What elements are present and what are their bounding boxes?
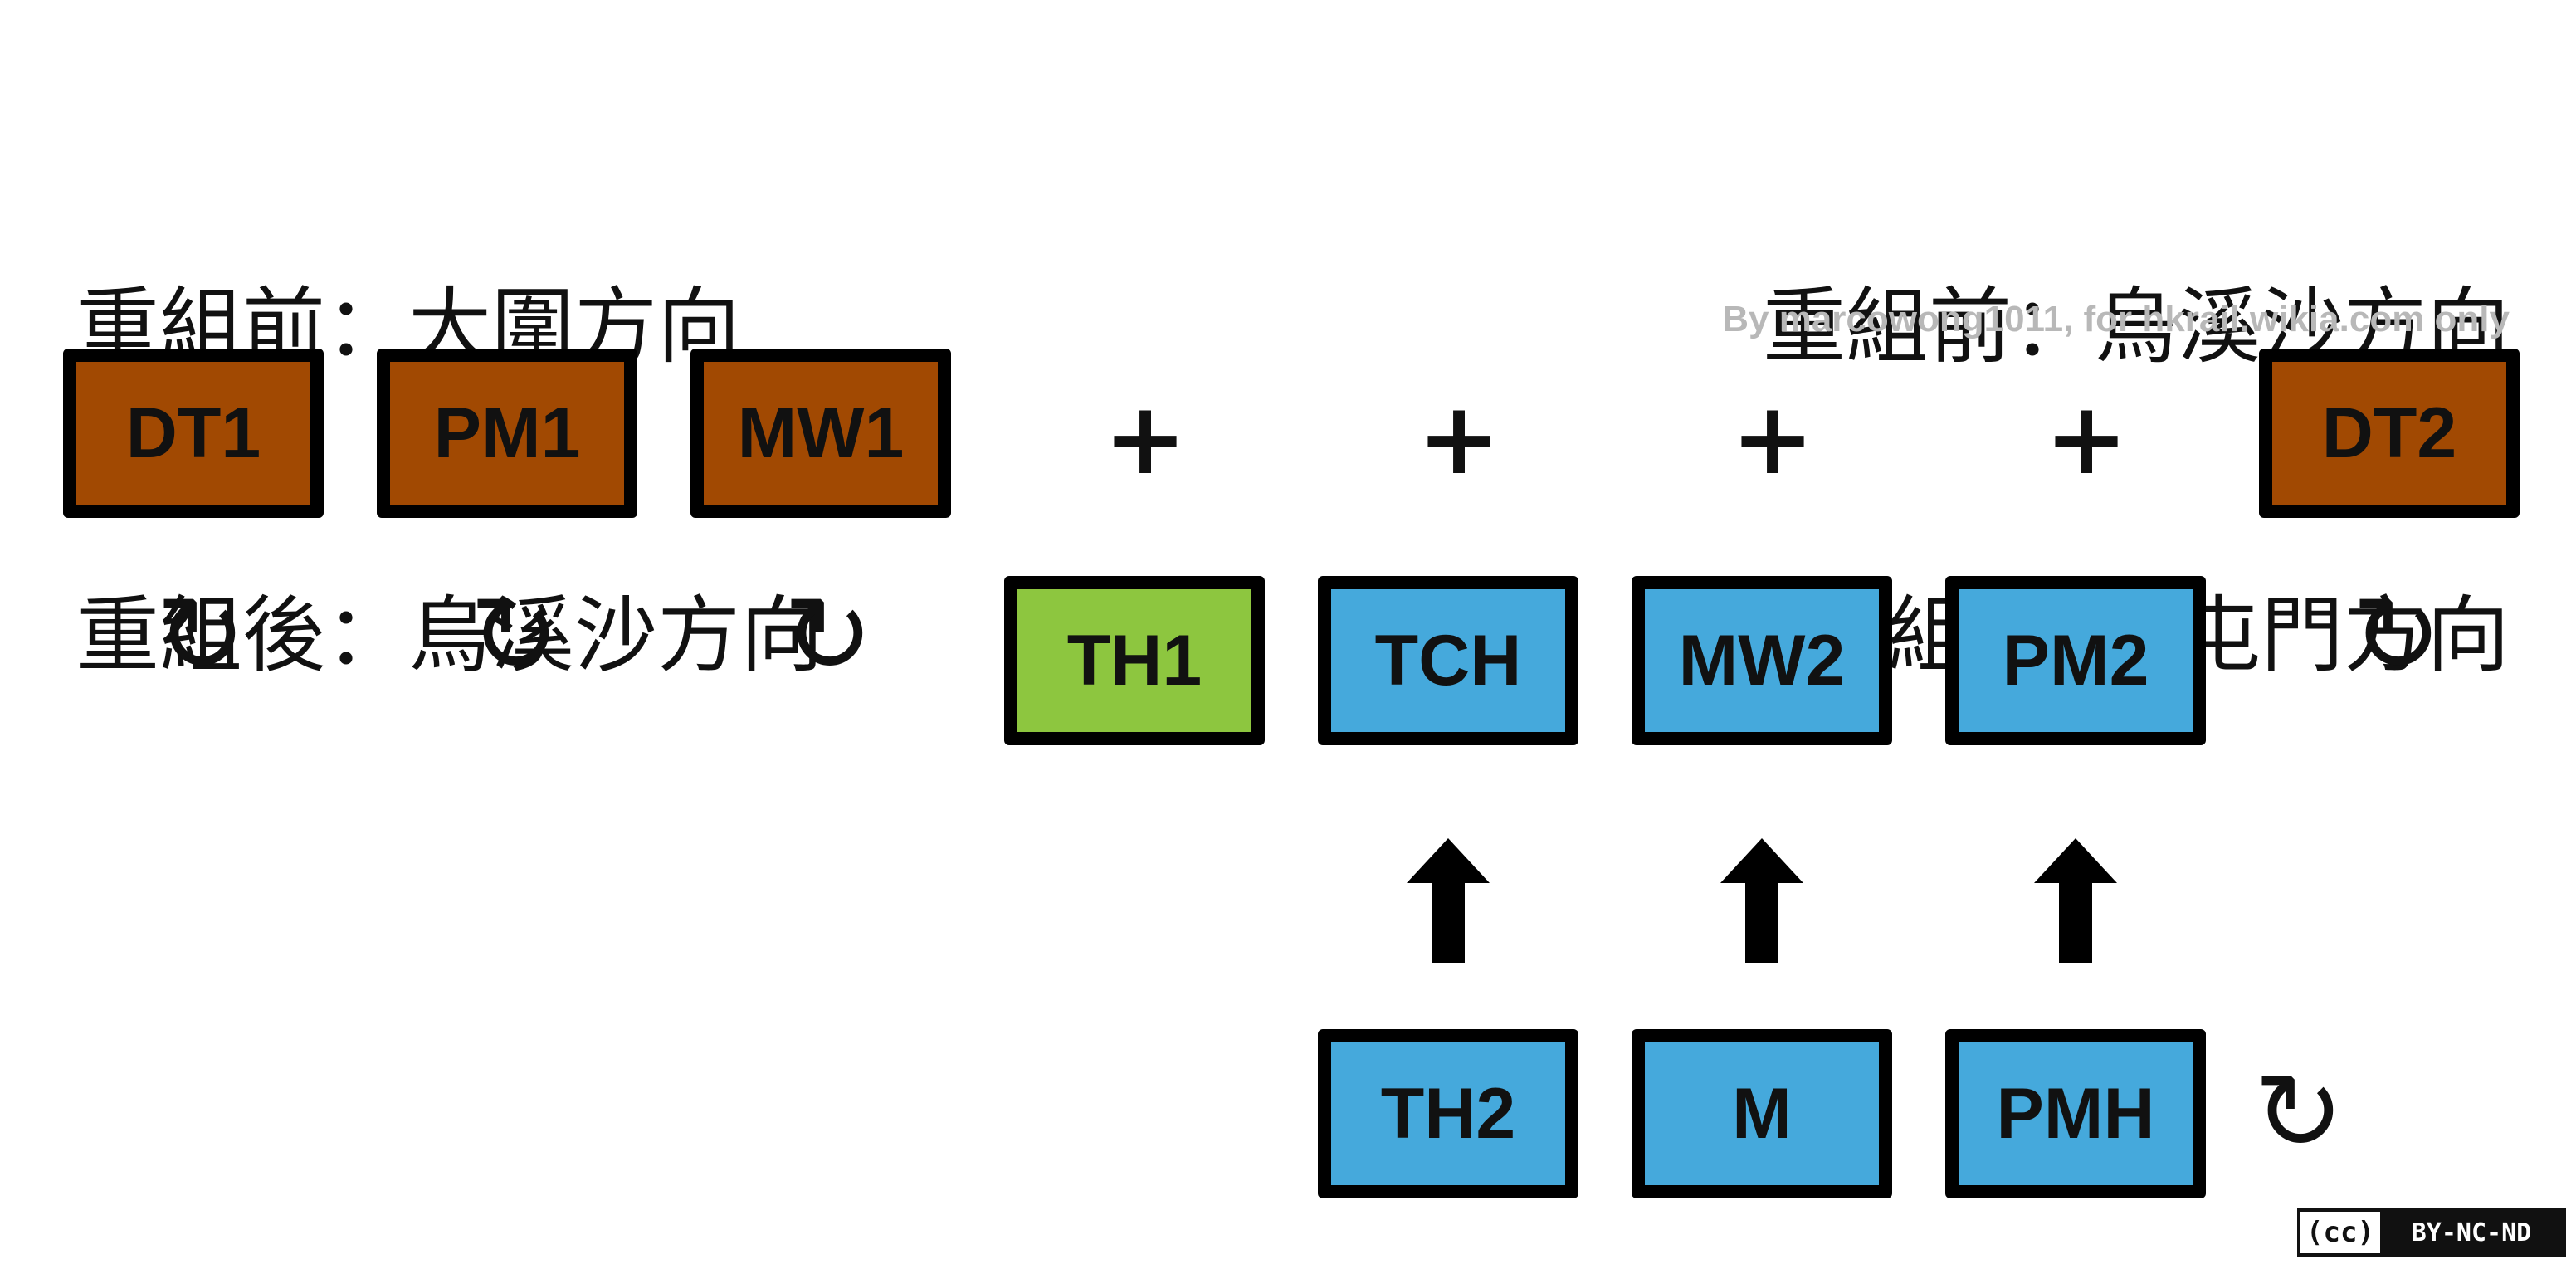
car-tch: TCH bbox=[1318, 576, 1578, 745]
car-pm2: PM2 bbox=[1945, 576, 2206, 745]
heading-left-after: 重組後：烏溪沙方向 bbox=[76, 587, 823, 684]
up-arrow-icon bbox=[2034, 838, 2117, 963]
car-label: PM1 bbox=[433, 393, 581, 473]
car-label: DT1 bbox=[125, 393, 261, 473]
plus-sign: + bbox=[1417, 382, 1501, 497]
cc-license-badge: (cc) BY-NC-ND bbox=[2297, 1208, 2566, 1257]
credit-text: By marcowong1011, for hkrail.wikia.com o… bbox=[1722, 299, 2510, 339]
car-label: TH2 bbox=[1380, 1073, 1516, 1154]
rotate-icon: ↻ bbox=[783, 572, 874, 698]
car-label: MW1 bbox=[737, 393, 905, 473]
rotate-icon: ↻ bbox=[469, 572, 560, 698]
cc-logo-icon: (cc) bbox=[2300, 1212, 2380, 1253]
car-label: TH1 bbox=[1066, 620, 1203, 700]
up-arrow-icon bbox=[1720, 838, 1803, 963]
cc-license-text: BY-NC-ND bbox=[2380, 1212, 2563, 1253]
car-mw2: MW2 bbox=[1632, 576, 1892, 745]
car-label: PMH bbox=[1996, 1073, 2155, 1154]
car-label: DT2 bbox=[2321, 393, 2457, 473]
rotate-icon: ↻ bbox=[2351, 572, 2442, 698]
car-th2: TH2 bbox=[1318, 1029, 1578, 1198]
plus-sign: + bbox=[1730, 382, 1815, 497]
rotate-icon: ↻ bbox=[155, 572, 246, 698]
car-th1: TH1 bbox=[1004, 576, 1265, 745]
car-dt2: DT2 bbox=[2259, 349, 2520, 518]
car-mw1: MW1 bbox=[690, 349, 951, 518]
car-label: TCH bbox=[1374, 620, 1522, 700]
car-label: PM2 bbox=[2002, 620, 2149, 700]
car-pmh: PMH bbox=[1945, 1029, 2206, 1198]
plus-sign: + bbox=[2044, 382, 2129, 497]
car-label: M bbox=[1732, 1073, 1792, 1154]
car-pm1: PM1 bbox=[377, 349, 637, 518]
up-arrow-icon bbox=[1407, 838, 1490, 963]
car-label: MW2 bbox=[1678, 620, 1846, 700]
car-dt1: DT1 bbox=[63, 349, 324, 518]
car-m: M bbox=[1632, 1029, 1892, 1198]
plus-sign: + bbox=[1103, 382, 1188, 497]
rotate-icon: ↻ bbox=[2253, 1049, 2344, 1175]
